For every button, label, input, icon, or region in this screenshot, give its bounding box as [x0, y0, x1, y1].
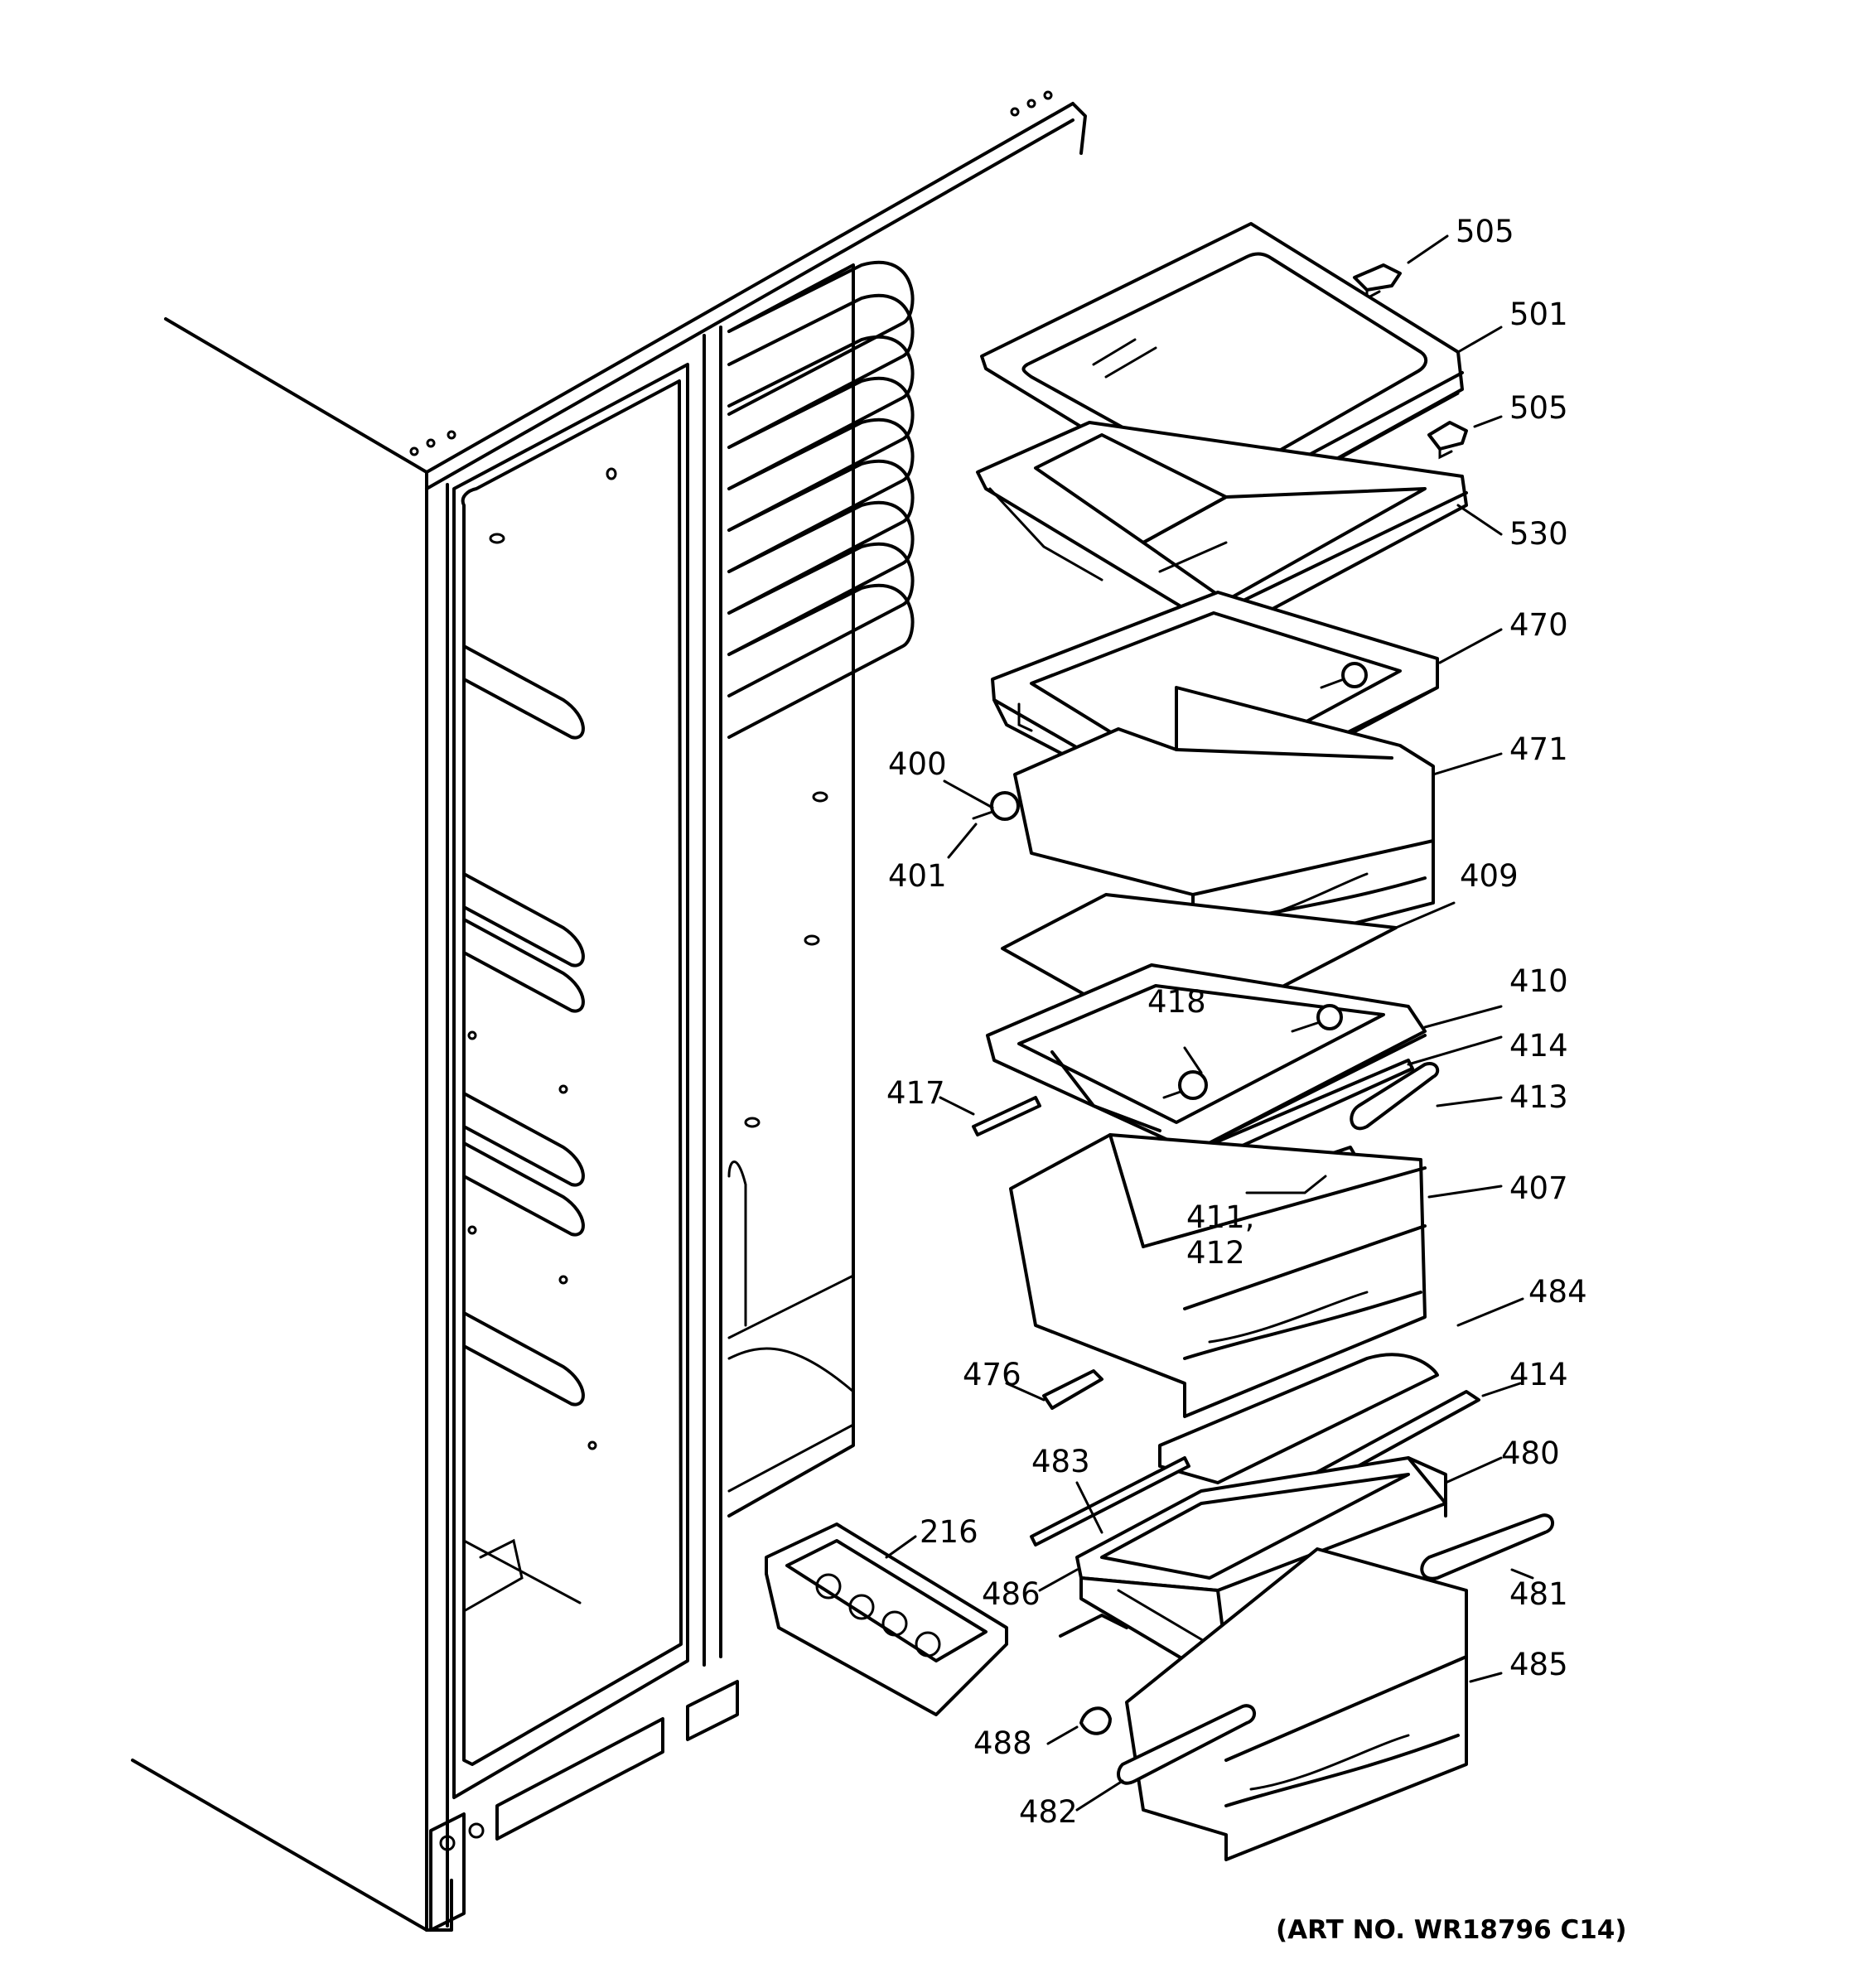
callout-505-middle: 505 [1509, 390, 1568, 426]
callout-410: 410 [1509, 963, 1568, 999]
crisper-drawer-407 [1009, 1133, 1427, 1418]
callout-470: 470 [1509, 607, 1568, 643]
callout-412: 412 [1186, 1235, 1245, 1271]
callout-482: 482 [1019, 1794, 1078, 1830]
refrigerator-cabinet [131, 90, 1087, 1932]
leader-lines [885, 234, 1534, 1812]
callout-530: 530 [1509, 516, 1568, 552]
slide-rod-482 [1117, 1704, 1256, 1785]
callout-486: 486 [982, 1576, 1041, 1612]
callout-485: 485 [1509, 1647, 1568, 1682]
slide-rod-481 [1420, 1513, 1554, 1580]
callout-476: 476 [963, 1357, 1021, 1392]
cabinet-mounting-holes [409, 90, 1053, 1450]
callout-417: 417 [886, 1075, 945, 1111]
art-number: (ART NO. WR18796 C14) [1276, 1915, 1627, 1945]
callout-414-top: 414 [1509, 1028, 1568, 1064]
callout-471: 471 [1509, 731, 1568, 767]
callout-501: 501 [1509, 297, 1568, 332]
shelf-clip-505-middle [1427, 421, 1468, 460]
callout-480: 480 [1501, 1436, 1560, 1471]
callout-414-lower: 414 [1509, 1357, 1568, 1392]
callout-407: 407 [1509, 1170, 1568, 1206]
freezer-shelf-ribs [462, 644, 585, 1407]
drawer-cover-484 [1158, 1353, 1439, 1484]
callout-216: 216 [920, 1514, 978, 1550]
end-cap-488 [1079, 1706, 1112, 1735]
egg-bin-216 [765, 1522, 1008, 1716]
fresh-food-shelf-ribs [727, 261, 915, 739]
slide-rod-413 [1350, 1062, 1440, 1131]
callout-401: 401 [888, 858, 947, 894]
callout-484: 484 [1528, 1274, 1587, 1310]
meat-drawer-485 [1059, 1547, 1468, 1861]
callout-413: 413 [1509, 1079, 1568, 1115]
bottom-hinge [429, 1680, 739, 1932]
callout-400: 400 [888, 746, 947, 782]
callout-483: 483 [1031, 1444, 1090, 1479]
callout-418: 418 [1147, 984, 1206, 1020]
callout-labels: 505 501 505 530 470 471 400 401 409 410 … [886, 214, 1587, 1830]
divider-476 [1042, 1369, 1103, 1410]
drawer-frame-410 [986, 963, 1427, 1153]
callout-481: 481 [1509, 1576, 1568, 1612]
callout-505-top: 505 [1456, 214, 1514, 249]
callout-488: 488 [973, 1725, 1032, 1761]
rail-483 [1030, 1456, 1190, 1546]
callout-409: 409 [1460, 858, 1519, 894]
callout-411: 411, [1186, 1199, 1254, 1235]
rail-417 [972, 1096, 1041, 1136]
